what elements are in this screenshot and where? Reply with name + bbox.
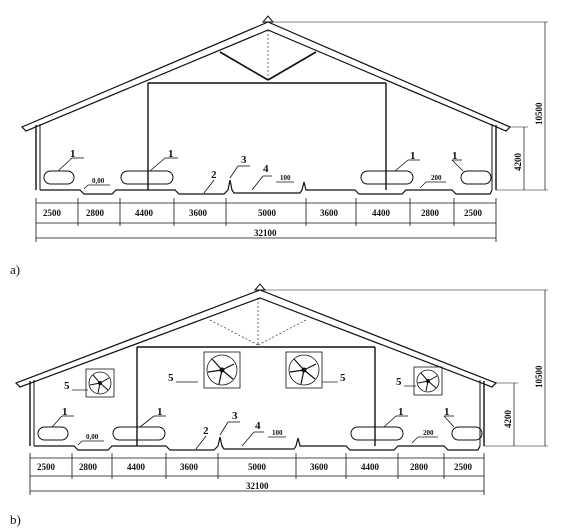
callout-label: 1 — [62, 406, 68, 418]
feeders-a — [43, 170, 492, 185]
dim-height-total: 10500 — [534, 102, 544, 125]
dim-total: 32100 — [246, 481, 269, 491]
dim-span: 5000 — [258, 208, 277, 218]
fan-icon — [203, 351, 241, 389]
fan-label: 5 — [64, 380, 70, 392]
dim-span: 2500 — [43, 208, 62, 218]
dim-span: 4400 — [372, 208, 391, 218]
mark-200: 200 — [423, 429, 434, 437]
dim-span: 3600 — [189, 208, 208, 218]
mark-100: 100 — [280, 174, 291, 182]
callout-label: 1 — [410, 150, 416, 162]
fan-label: 5 — [396, 376, 402, 388]
roof-b — [14, 283, 498, 388]
dim-span: 3600 — [310, 462, 329, 472]
height-dims-a: 10500 4200 — [270, 21, 548, 191]
frame-a — [35, 30, 497, 190]
fan-icon — [413, 366, 443, 396]
dim-span: 5000 — [248, 462, 267, 472]
caption-b: b) — [10, 512, 21, 527]
callout-label: 3 — [232, 410, 238, 422]
dim-span: 2800 — [410, 462, 429, 472]
callout-label: 1 — [70, 148, 76, 160]
dim-span: 4400 — [135, 208, 154, 218]
dim-span: 3600 — [320, 208, 339, 218]
dim-span: 2500 — [37, 462, 56, 472]
dimensions-b: 2500 2800 4400 3600 5000 3600 4400 2800 … — [29, 453, 485, 495]
fan-icon — [85, 368, 115, 398]
fans-b: 5 5 5 5 — [64, 351, 443, 398]
diagram-b: 5 5 5 5 1 1 2 3 4 1 — [10, 283, 548, 527]
dim-span: 2500 — [454, 462, 473, 472]
callout-label: 1 — [444, 406, 450, 418]
fan-icon — [285, 351, 323, 389]
dim-height-wall: 4200 — [513, 153, 523, 172]
dim-span: 2800 — [79, 462, 98, 472]
dim-height-total: 10500 — [534, 365, 544, 388]
floor-a — [40, 179, 493, 195]
fan-label: 5 — [340, 372, 346, 384]
height-dims-b: 10500 4200 — [262, 289, 548, 447]
level-marks-b: 0,00 100 200 — [77, 429, 438, 446]
callouts-a: 1 1 2 3 4 1 1 — [57, 148, 464, 194]
callout-label: 1 — [157, 406, 163, 418]
dimensions-a: 2500 2800 4400 3600 5000 3600 4400 2800 … — [35, 198, 497, 242]
frame-b — [29, 298, 485, 446]
dim-span: 2800 — [421, 208, 440, 218]
dim-total: 32100 — [254, 228, 277, 238]
level-mark: 0,00 — [86, 433, 99, 441]
level-mark: 0,00 — [92, 177, 105, 185]
caption-a: a) — [10, 262, 20, 277]
feeders-b — [37, 426, 483, 441]
callout-label: 4 — [255, 420, 261, 432]
callouts-b: 1 1 2 3 4 1 1 — [51, 406, 455, 450]
dim-span: 4400 — [361, 462, 380, 472]
mark-200: 200 — [431, 174, 442, 182]
level-marks-a: 0,00 100 200 — [83, 174, 446, 190]
diagram-a: 1 1 2 3 4 1 1 0,00 100 — [10, 15, 548, 277]
dim-span: 2500 — [464, 208, 483, 218]
callout-label: 3 — [241, 154, 247, 166]
fan-label: 5 — [168, 372, 174, 384]
callout-label: 2 — [211, 169, 217, 181]
callout-label: 1 — [168, 148, 174, 160]
callout-label: 4 — [263, 163, 269, 175]
callout-label: 1 — [452, 150, 458, 162]
dim-span: 2800 — [86, 208, 105, 218]
dim-span: 4400 — [127, 462, 146, 472]
roof-a — [20, 15, 512, 132]
callout-label: 1 — [398, 406, 404, 418]
floor-b — [34, 436, 481, 451]
callout-label: 2 — [203, 425, 209, 437]
dim-span: 3600 — [180, 462, 199, 472]
dim-height-wall: 4200 — [503, 410, 513, 429]
mark-100: 100 — [272, 429, 283, 437]
